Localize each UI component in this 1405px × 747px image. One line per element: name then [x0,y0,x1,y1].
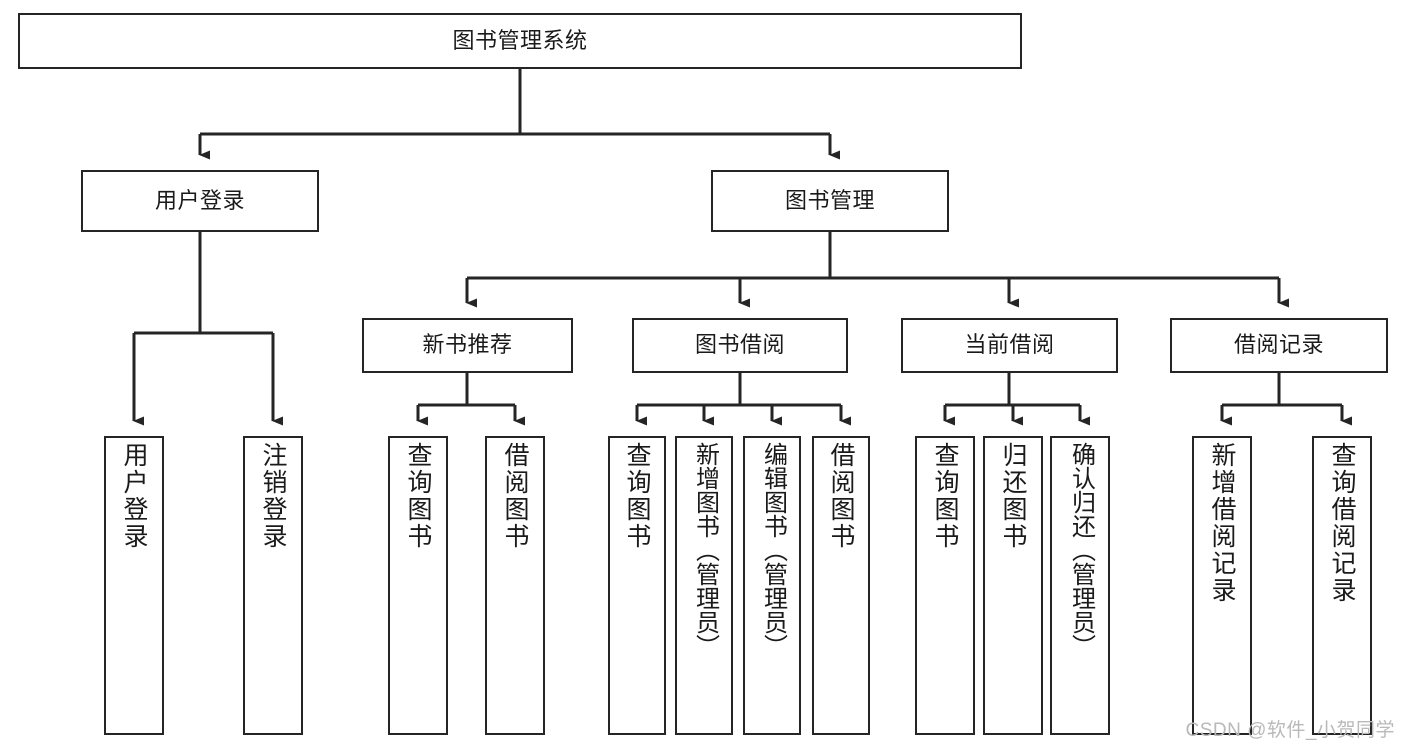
leaf-user-login[interactable]: 用户登录 [104,436,164,735]
csdn-watermark: CSDN @软件_小贺同学 [1185,720,1395,741]
leaf-borrow-books-recommend[interactable]: 借阅图书 [485,436,545,735]
leaf-borrow-books-recommend-label: 借阅图书 [501,442,529,550]
leaf-user-login-label: 用户登录 [120,442,148,550]
leaf-query-books-borrow[interactable]: 查询图书 [608,436,666,735]
leaf-borrow-books-label: 借阅图书 [827,442,855,550]
node-borrow-records-label: 借阅记录 [1233,332,1324,358]
node-new-book-recommend-label: 新书推荐 [422,332,513,358]
leaf-query-books-recommend-label: 查询图书 [404,442,432,550]
node-book-management[interactable]: 图书管理 [711,170,949,232]
leaf-return-books[interactable]: 归还图书 [983,436,1043,735]
leaf-query-books-borrow-label: 查询图书 [623,442,651,550]
leaf-add-book-admin[interactable]: 新增图书（管理员） [675,436,733,735]
leaf-add-book-admin-label: 新增图书（管理员） [691,442,719,658]
leaf-borrow-books[interactable]: 借阅图书 [812,436,870,735]
leaf-edit-book-admin[interactable]: 编辑图书（管理员） [743,436,801,735]
node-root[interactable]: 图书管理系统 [18,13,1022,69]
node-book-borrow[interactable]: 图书借阅 [632,318,848,373]
node-borrow-records[interactable]: 借阅记录 [1170,318,1388,373]
node-new-book-recommend[interactable]: 新书推荐 [362,318,573,373]
node-user-login[interactable]: 用户登录 [81,170,319,232]
leaf-edit-book-admin-label: 编辑图书（管理员） [759,442,787,658]
node-user-login-label: 用户登录 [154,187,245,213]
leaf-confirm-return-admin[interactable]: 确认归还（管理员） [1050,436,1110,735]
leaf-query-books-recommend[interactable]: 查询图书 [388,436,448,735]
leaf-confirm-return-admin-label: 确认归还（管理员） [1067,442,1095,658]
leaf-add-borrow-record-label: 新增借阅记录 [1208,442,1236,604]
node-book-management-label: 图书管理 [784,187,875,213]
leaf-query-books-current[interactable]: 查询图书 [915,436,975,735]
leaf-logout[interactable]: 注销登录 [243,436,303,735]
node-current-borrow[interactable]: 当前借阅 [901,318,1118,373]
node-root-label: 图书管理系统 [452,27,588,53]
node-book-borrow-label: 图书借阅 [694,332,785,358]
leaf-query-borrow-record-label: 查询借阅记录 [1328,442,1356,604]
leaf-return-books-label: 归还图书 [999,442,1027,550]
leaf-add-borrow-record[interactable]: 新增借阅记录 [1192,436,1252,735]
leaf-query-borrow-record[interactable]: 查询借阅记录 [1312,436,1372,735]
leaf-query-books-current-label: 查询图书 [931,442,959,550]
node-current-borrow-label: 当前借阅 [964,332,1055,358]
leaf-logout-label: 注销登录 [259,442,287,550]
